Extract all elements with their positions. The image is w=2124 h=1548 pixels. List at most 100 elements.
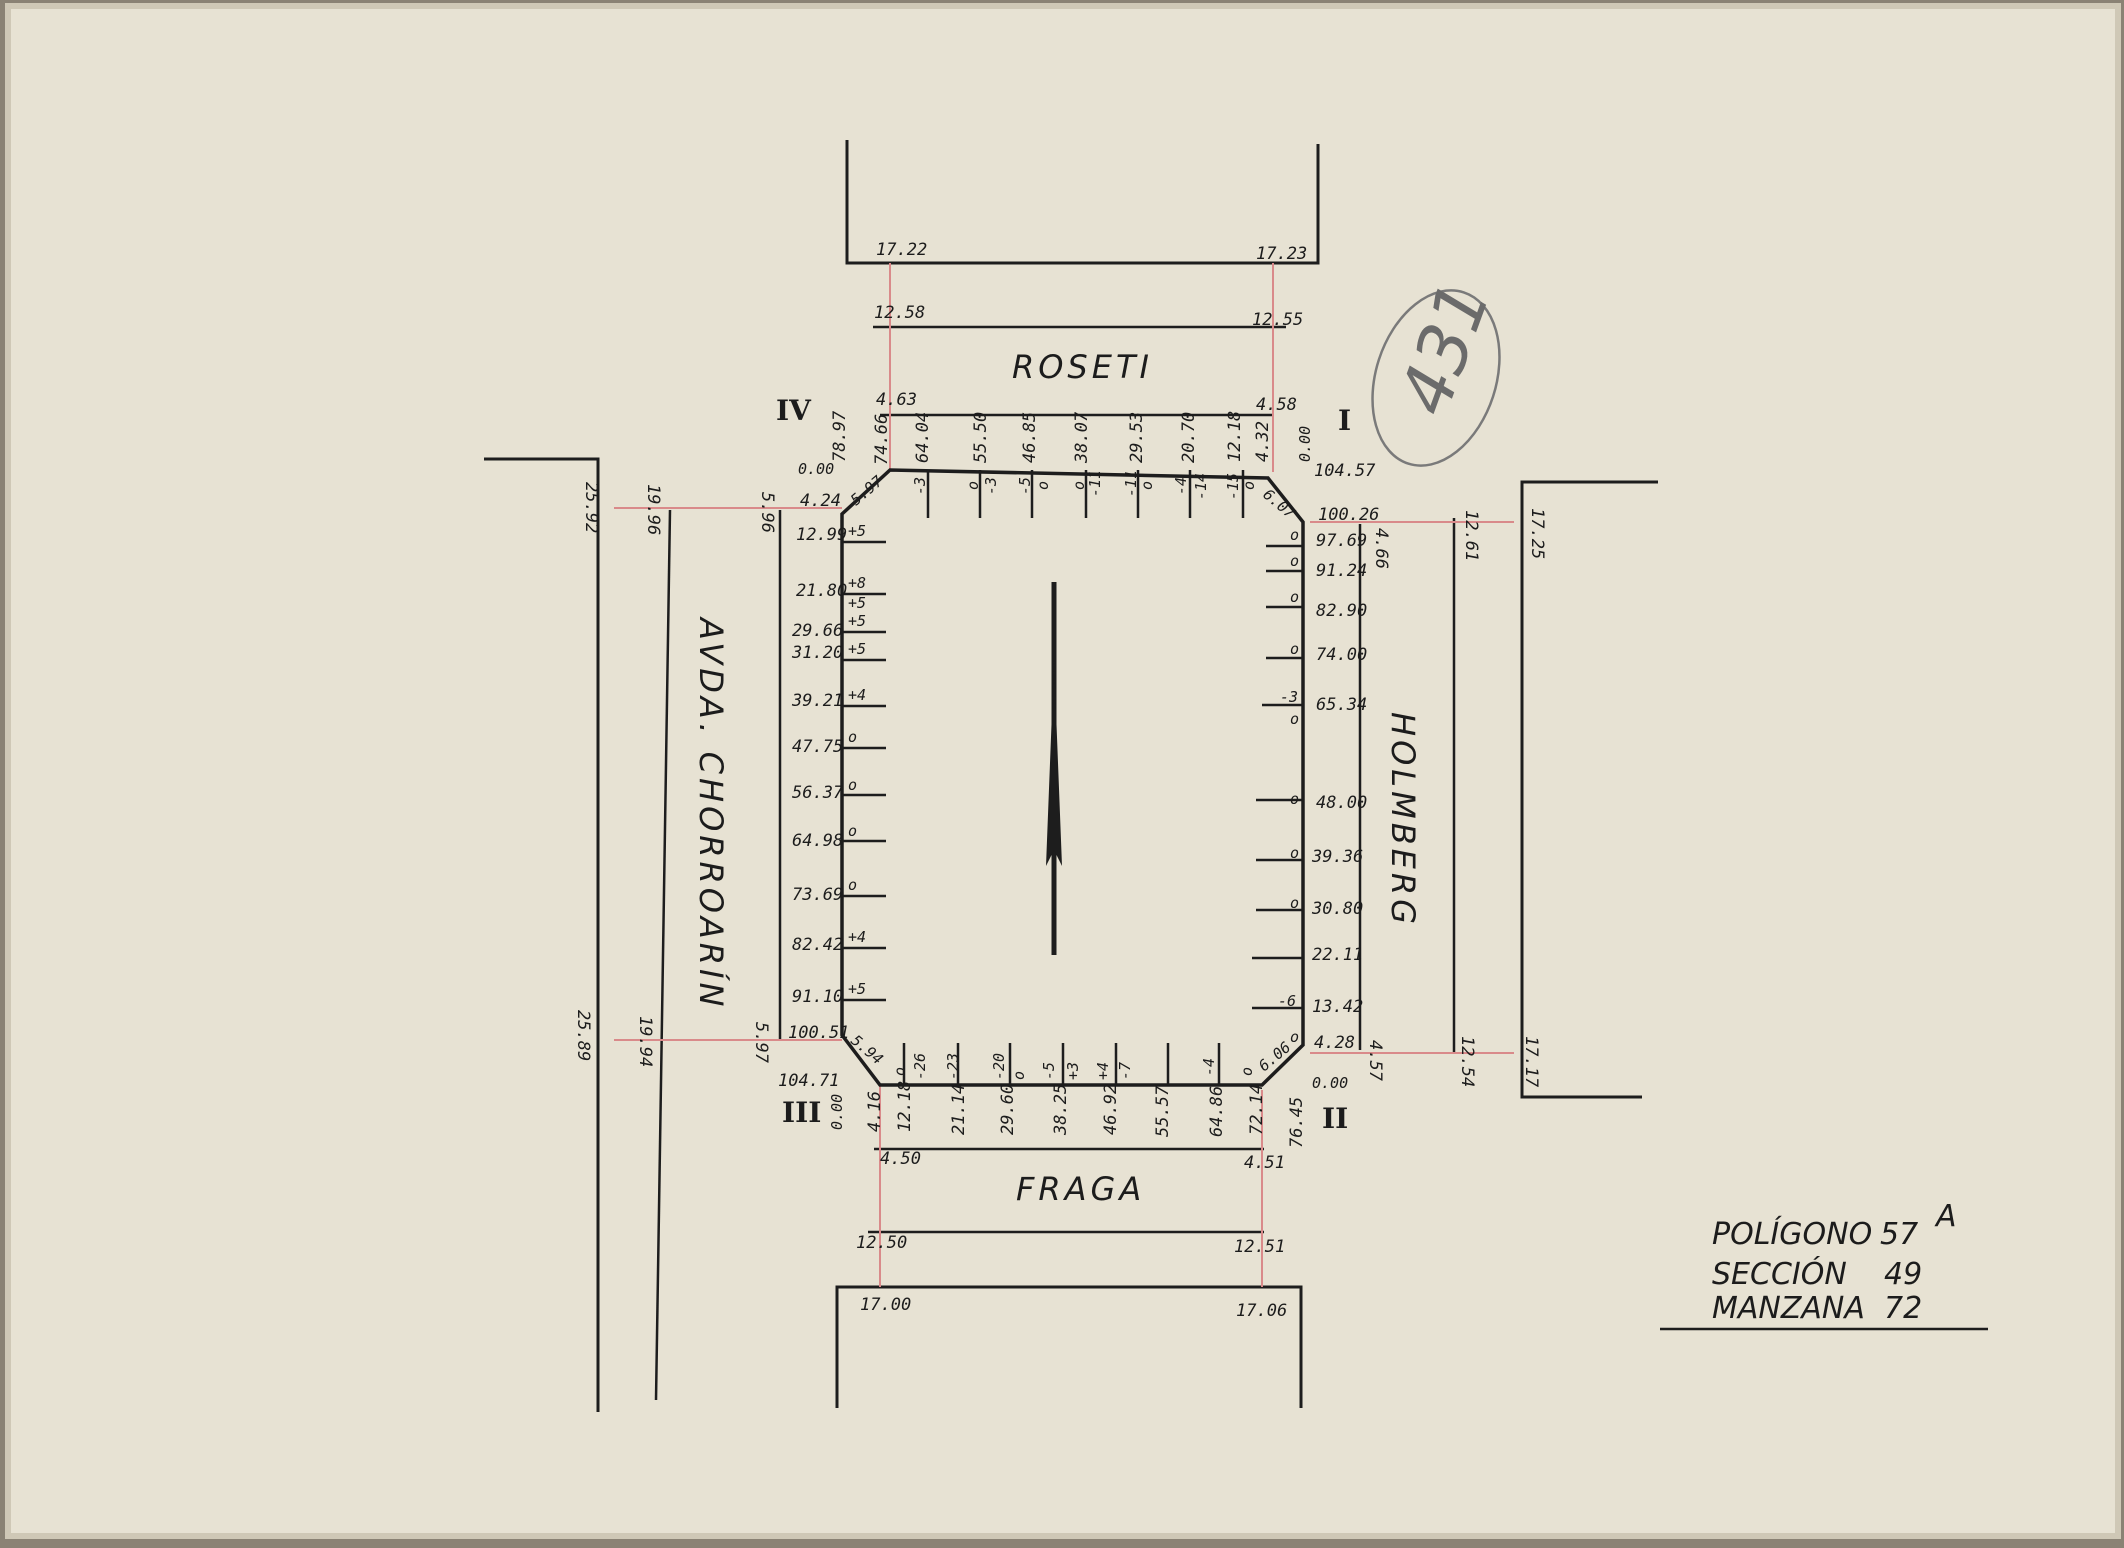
fraga-mark: -4 (1200, 1058, 1218, 1076)
fraga-curb-e: 4.51 (1244, 1153, 1285, 1173)
street-name-roseti: ROSETI (1012, 348, 1153, 386)
paper (8, 6, 2118, 1536)
roseti-curb-w: 4.63 (876, 390, 917, 410)
ne-total: 104.57 (1314, 461, 1376, 481)
roseti-frontage-value: 0.00 (1296, 426, 1314, 462)
holmberg-width-south: 17.17 (1521, 1036, 1541, 1088)
chorroarin-frontage-value: 39.21 (791, 691, 843, 711)
poligono-value: 57 (1880, 1217, 1918, 1252)
holmberg-width: 4.66 (1371, 528, 1391, 569)
chorroarin-mark: +5 (848, 522, 866, 540)
fraga-frontage: 0.00 4.16 12.18 21.14 29.60 38.25 46.92 … (828, 1081, 1307, 1148)
fraga-mark: o (1238, 1067, 1256, 1076)
holmberg-frontage: 100.26 97.69 91.24 82.90 74.00 65.34 48.… (1311, 505, 1379, 1092)
roseti-frontage-value: 20.70 (1179, 412, 1199, 463)
roseti-mark: -14 (1192, 473, 1210, 500)
roseti-corner-width-e: 17.23 (1256, 244, 1307, 264)
chorroarin-frontage-value: 64.98 (792, 831, 843, 851)
roseti-mark: -11 (1086, 470, 1104, 497)
fraga-mark: -23 (944, 1053, 962, 1080)
roseti-frontage-value: 64.04 (913, 412, 933, 463)
chorroarin-mark: +4 (848, 928, 866, 946)
holmberg-frontage-value: 30.80 (1311, 899, 1363, 919)
holmberg-mark: o (1290, 894, 1299, 912)
roseti-frontage-value: 74.66 (872, 414, 892, 465)
corner-IV: IV (776, 394, 812, 427)
roseti-frontage-value: 4.32 (1253, 421, 1273, 462)
roseti-mark: -11 (1122, 470, 1140, 497)
roseti-frontage-value: 78.97 (830, 410, 850, 462)
chorroarin-mark: +4 (848, 686, 866, 704)
fraga-mark: +3 (1064, 1062, 1082, 1080)
holmberg-frontage-value: 4.28 (1314, 1033, 1355, 1053)
fraga-frontage-value: 0.00 (828, 1094, 846, 1130)
holmberg-frontage-value: 22.11 (1312, 945, 1363, 965)
chorroarin-frontage-value: 56.37 (792, 783, 844, 803)
paper-edge (5, 3, 2121, 1539)
chorroarin-mark: o (848, 876, 857, 894)
roseti-frontage: 78.97 74.66 64.04 55.50 46.85 38.07 29.5… (830, 410, 1314, 465)
fraga-corner-width-w: 17.00 (860, 1295, 911, 1315)
block-outline (840, 468, 1305, 1087)
roseti-mark: -3 (982, 477, 1000, 495)
nw-zero: 0.00 (798, 460, 834, 478)
chorroarin-width-south: 19.94 (635, 1016, 655, 1067)
corner-II: II (1322, 1102, 1348, 1135)
chorroarin-frontage-value: 100.51 (788, 1023, 849, 1043)
holmberg-frontage-value: 48.00 (1316, 793, 1367, 813)
poligono-suffix: A (1934, 1199, 1957, 1234)
fraga-frontage-value: 55.57 (1153, 1085, 1173, 1137)
roseti-mark: o (964, 481, 982, 490)
roseti-frontage-value: 55.50 (971, 412, 991, 463)
chorroarin-lines (484, 457, 782, 1412)
sw-total: 104.71 (778, 1071, 839, 1091)
holmberg-mark: o (1290, 790, 1299, 808)
holmberg-frontage-value: 39.36 (1311, 847, 1363, 867)
chorroarin-frontage-value: 91.10 (792, 987, 843, 1007)
roseti-corner-width-w: 17.22 (876, 240, 927, 260)
roseti-lines (845, 140, 1320, 417)
roseti-marks: -3 o -3 -5 o o -11 -11 o -4 -14 -15 o (911, 470, 1258, 500)
fraga-mark: -26 (911, 1053, 929, 1080)
roseti-frontage-value: 12.18 (1225, 411, 1245, 462)
fraga-mark: +4 (1094, 1062, 1112, 1080)
holmberg-width: 17.25 (1527, 508, 1547, 559)
roseti-mark: -5 (1016, 477, 1034, 495)
holmberg-mark: -6 (1278, 992, 1296, 1010)
fraga-corner-width-e: 17.06 (1236, 1301, 1287, 1321)
north-ticks (926, 470, 1245, 518)
chorroarin-mark: +5 (848, 612, 866, 630)
holmberg-mark: o (1290, 552, 1299, 570)
chorroarin-mark: o (848, 728, 857, 746)
poligono-label: POLÍGONO (1712, 1216, 1872, 1252)
manzana-label: MANZANA (1712, 1291, 1865, 1326)
chorroarin-frontage-value: 29.66 (792, 621, 843, 641)
holmberg-frontage-value: 74.00 (1316, 645, 1367, 665)
holmberg-mark: o (1290, 710, 1299, 728)
roseti-sidewalk-e: 12.55 (1252, 310, 1303, 330)
roseti-sidewalk-w: 12.58 (874, 303, 925, 323)
holmberg-mark: o (1290, 1028, 1299, 1046)
fraga-mark: o (891, 1067, 909, 1076)
holmberg-mark: o (1290, 640, 1299, 658)
roseti-frontage-value: 46.85 (1020, 412, 1040, 463)
holmberg-marks: o o o o -3 o o o o -6 o (1278, 526, 1299, 1046)
holmberg-mark: o (1290, 844, 1299, 862)
roseti-frontage-value: 29.53 (1127, 412, 1147, 463)
roseti-mark: -4 (1172, 477, 1190, 495)
chorroarin-mark: +5 (848, 980, 866, 998)
fraga-sidewalk-e: 12.51 (1234, 1237, 1285, 1257)
chorroarin-width: 5.96 (757, 492, 777, 533)
fraga-curb-w: 4.50 (880, 1149, 921, 1169)
fraga-frontage-value: 29.60 (998, 1084, 1018, 1135)
south-ticks (902, 1043, 1221, 1085)
east-ticks (1252, 544, 1303, 1010)
chorroarin-frontage: 4.24 12.99 21.80 29.66 31.20 39.21 47.75… (788, 491, 849, 1043)
chorroarin-width-south: 5.97 (751, 1022, 771, 1064)
holmberg-frontage-value: 0.00 (1312, 1074, 1348, 1092)
chorroarin-width: 25.92 (581, 482, 601, 533)
north-arrow (1046, 582, 1062, 955)
roseti-mark: o (1240, 481, 1258, 490)
